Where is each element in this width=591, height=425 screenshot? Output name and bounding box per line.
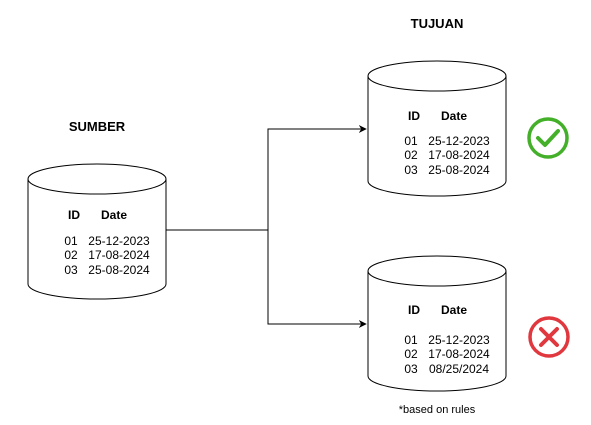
connector-lines	[166, 125, 367, 328]
target-invalid-row-date: 08/25/2024	[429, 362, 489, 376]
target-valid-row-date: 17-08-2024	[428, 148, 490, 162]
target-invalid-row-id: 02	[404, 347, 418, 361]
source-cylinder-body	[27, 179, 167, 300]
target-valid-header-id: ID	[408, 109, 420, 123]
arrow-to-invalid-target	[267, 230, 367, 328]
source-cylinder-top	[27, 163, 167, 195]
cross-circle-ring	[528, 316, 570, 358]
source-row-date: 25-12-2023	[88, 234, 150, 248]
target-valid-cylinder-top	[367, 60, 507, 92]
check-circle-icon	[527, 117, 569, 159]
target-valid-row-date: 25-12-2023	[428, 134, 490, 148]
source-database: ID Date 01 25-12-2023 02 17-08-2024 03 2…	[27, 163, 167, 300]
source-row-id: 03	[64, 263, 78, 277]
target-invalid-row-id: 03	[404, 362, 418, 376]
target-valid-cylinder-body	[367, 76, 507, 197]
source-row-date: 17-08-2024	[88, 248, 150, 262]
destination-title: TUJUAN	[411, 16, 464, 31]
target-invalid-cylinder-top	[367, 255, 507, 287]
source-row-date: 25-08-2024	[88, 263, 150, 277]
source-header-id: ID	[68, 208, 80, 222]
target-valid-row-date: 25-08-2024	[428, 163, 490, 177]
target-invalid-row-date: 25-12-2023	[428, 333, 490, 347]
source-row-id: 02	[64, 248, 78, 262]
target-valid-row-id: 01	[404, 134, 418, 148]
target-invalid-database: ID Date 01 25-12-2023 02 17-08-2024 03 0…	[367, 255, 507, 392]
source-title: SUMBER	[69, 119, 126, 134]
cross-circle-icon	[528, 316, 570, 358]
target-valid-row-id: 02	[404, 148, 418, 162]
source-row-id: 01	[64, 234, 78, 248]
target-invalid-row-date: 17-08-2024	[428, 347, 490, 361]
target-valid-header-date: Date	[441, 109, 467, 123]
check-mark	[536, 129, 560, 147]
target-valid-row-id: 03	[404, 163, 418, 177]
rules-footnote: *based on rules	[399, 404, 476, 416]
cross-mark	[539, 327, 559, 347]
target-invalid-header-date: Date	[441, 303, 467, 317]
target-invalid-header-id: ID	[408, 303, 420, 317]
arrow-to-valid-target	[267, 125, 367, 230]
check-circle-ring	[527, 117, 569, 159]
target-invalid-row-id: 01	[404, 333, 418, 347]
target-invalid-cylinder-body	[367, 271, 507, 392]
target-valid-database: ID Date 01 25-12-2023 02 17-08-2024 03 2…	[367, 60, 507, 197]
source-header-date: Date	[101, 208, 127, 222]
